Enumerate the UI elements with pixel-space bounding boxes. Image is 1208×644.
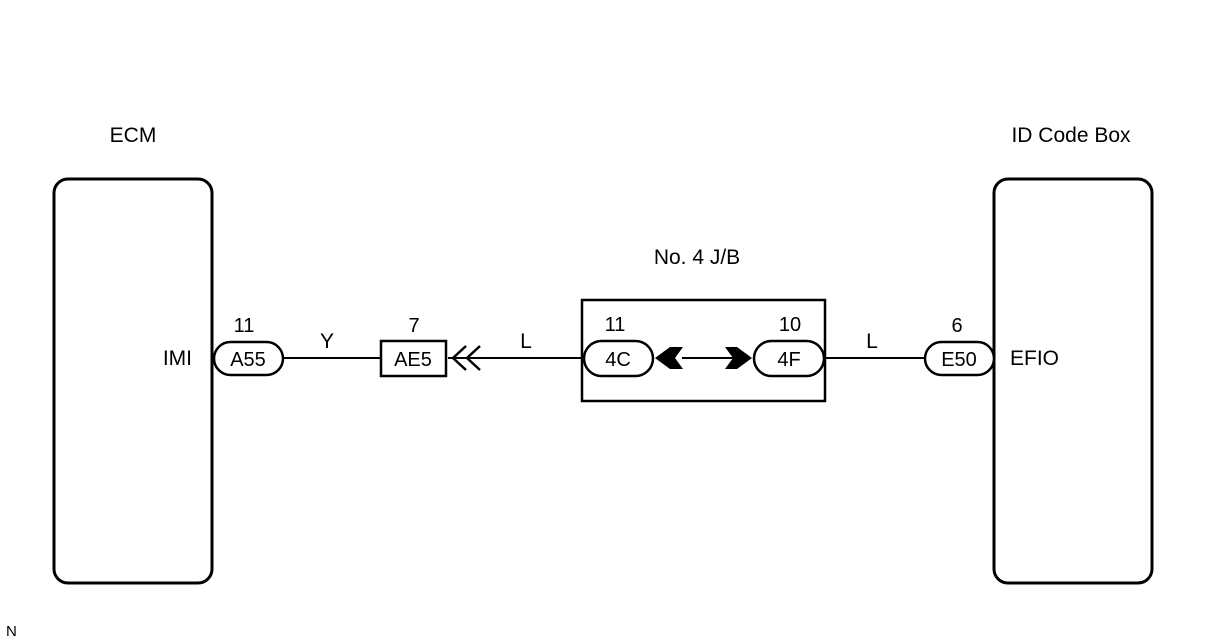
connector-4f [752, 339, 826, 378]
id-code-box-pin-name: EFIO [1010, 347, 1059, 370]
connector-ae5 [379, 339, 448, 378]
connector-4f-pin: 10 [779, 314, 801, 336]
junction-block-box [580, 298, 827, 403]
connector-a55 [212, 340, 285, 377]
id-code-box-label: ID Code Box [1011, 124, 1131, 147]
ecm-pin-name: IMI [163, 347, 192, 370]
connector-e50-pin: 6 [951, 315, 962, 337]
chevron-connector-icon [451, 345, 481, 371]
connector-e50 [923, 340, 996, 377]
junction-block-label: No. 4 J/B [654, 246, 740, 269]
ecm-box [52, 177, 214, 585]
connector-a55-code: A55 [230, 349, 266, 371]
wire-color-y: Y [320, 330, 334, 353]
connector-4c-code: 4C [605, 349, 631, 371]
ecm-label: ECM [110, 124, 157, 147]
corner-mark: N [6, 623, 17, 640]
wire-color-l-left: L [520, 330, 532, 353]
wire-color-l-right: L [866, 330, 878, 353]
connector-4f-code: 4F [777, 349, 800, 371]
connector-4c [582, 339, 655, 378]
arrowhead-left-icon [655, 347, 683, 369]
id-code-box [992, 177, 1154, 585]
connector-e50-code: E50 [941, 349, 977, 371]
arrowhead-right-icon [725, 347, 752, 369]
connector-a55-pin: 11 [234, 315, 255, 337]
connector-ae5-code: AE5 [394, 349, 432, 371]
connector-ae5-pin: 7 [408, 315, 419, 337]
connector-4c-pin: 11 [605, 314, 626, 336]
